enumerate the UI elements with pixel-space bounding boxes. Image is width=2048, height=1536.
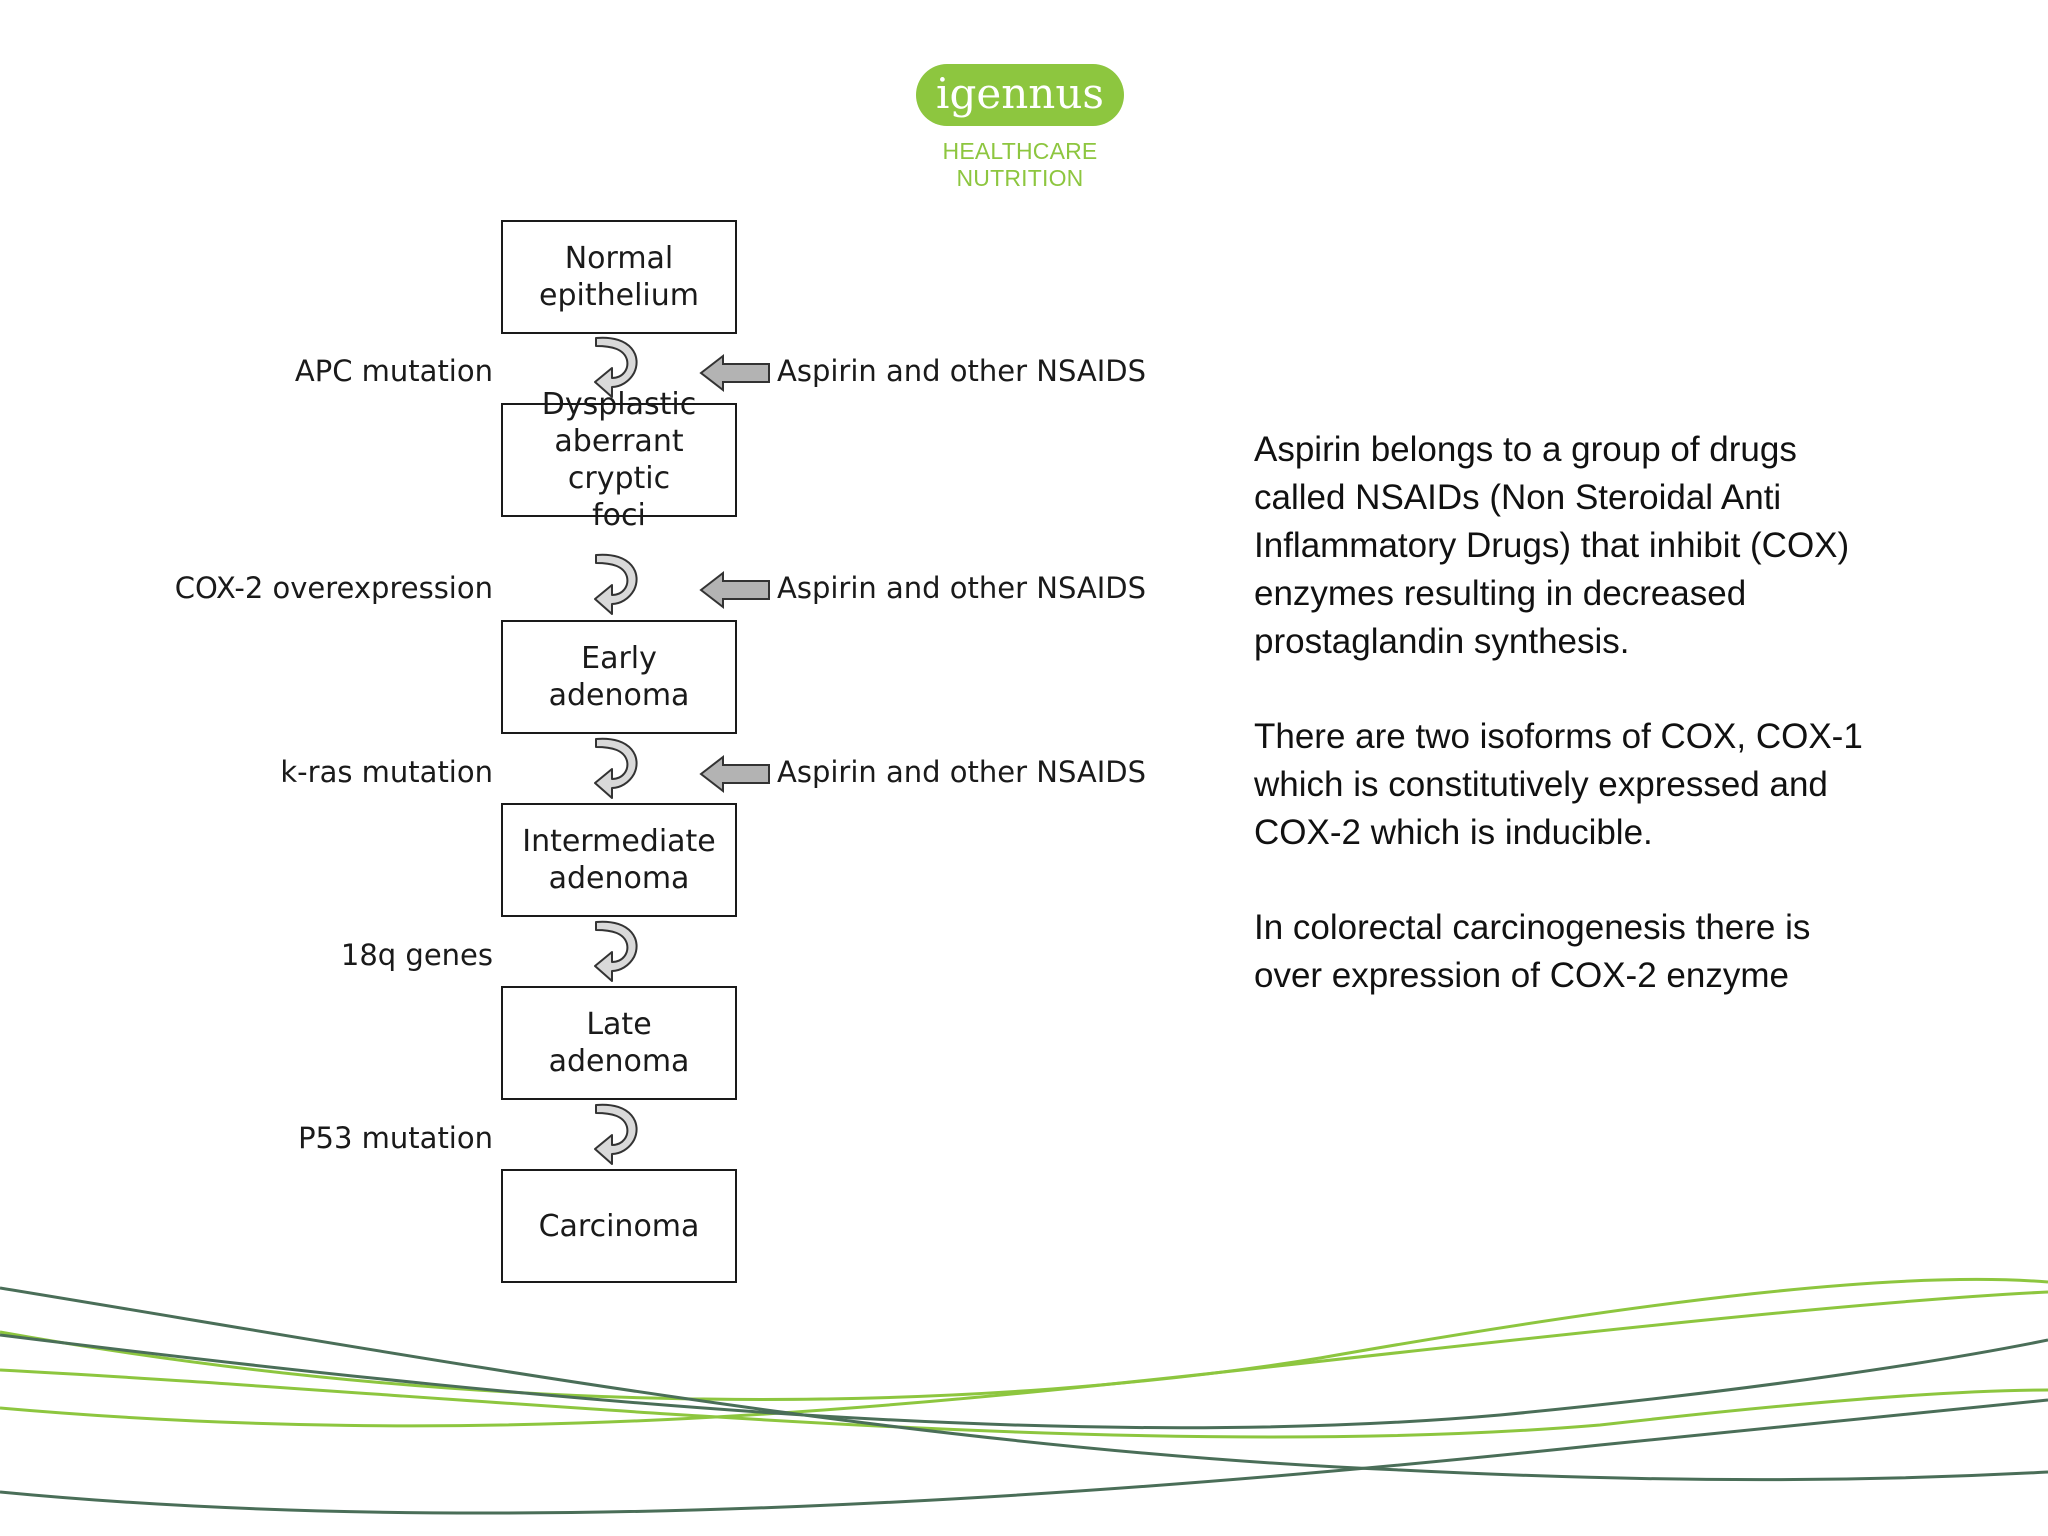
inhibitor-label-2: Aspirin and other NSAIDS xyxy=(777,571,1147,605)
stage-label: Carcinoma xyxy=(538,1208,700,1244)
explanation-text: Aspirin belongs to a group of drugs call… xyxy=(1254,426,1894,1047)
stage-label: Intermediate adenoma xyxy=(522,824,716,896)
inhibitor-label-3: Aspirin and other NSAIDS xyxy=(777,755,1147,789)
progression-arrow-icon xyxy=(594,920,638,982)
transition-label-p53: P53 mutation xyxy=(298,1121,493,1155)
inhibitor-label-1: Aspirin and other NSAIDS xyxy=(777,354,1147,388)
progression-arrow-icon xyxy=(594,1103,638,1165)
stage-carcinoma: Carcinoma xyxy=(501,1169,737,1283)
explanation-paragraph-colorectal: In colorectal carcinogenesis there is ov… xyxy=(1254,908,1811,995)
inhibition-arrow-icon xyxy=(699,754,770,794)
stage-dysplastic-acf: Dysplastic aberrant cryptic foci xyxy=(501,387,737,533)
stage-label: Early adenoma xyxy=(548,641,690,713)
logo-wordmark: igennus xyxy=(916,64,1124,126)
progression-arrow-icon xyxy=(594,336,638,398)
decorative-waves xyxy=(0,1277,2048,1515)
stage-early-adenoma: Early adenoma xyxy=(501,620,737,734)
inhibition-arrow-icon xyxy=(699,570,770,610)
transition-label-18q: 18q genes xyxy=(340,938,493,972)
explanation-paragraph-nsaids: Aspirin belongs to a group of drugs call… xyxy=(1254,430,1850,661)
igennus-logo: igennus HEALTHCARE NUTRITION xyxy=(880,64,1160,192)
transition-label-kras: k-ras mutation xyxy=(280,755,493,789)
transition-label-apc: APC mutation xyxy=(294,354,493,388)
logo-tagline: HEALTHCARE NUTRITION xyxy=(942,138,1098,191)
stage-label: Dysplastic aberrant cryptic foci xyxy=(541,387,697,533)
explanation-paragraph-isoforms: There are two isoforms of COX, COX-1 whi… xyxy=(1254,717,1863,852)
stage-intermediate-adenoma: Intermediate adenoma xyxy=(501,803,737,917)
progression-arrow-icon xyxy=(594,737,638,799)
inhibition-arrow-icon xyxy=(699,353,770,393)
transition-label-cox2: COX-2 overexpression xyxy=(174,571,493,605)
stage-normal-epithelium: Normal epithelium xyxy=(501,220,737,334)
stage-label: Late adenoma xyxy=(548,1007,690,1079)
stage-label: Normal epithelium xyxy=(539,241,699,313)
stage-late-adenoma: Late adenoma xyxy=(501,986,737,1100)
progression-arrow-icon xyxy=(594,553,638,615)
